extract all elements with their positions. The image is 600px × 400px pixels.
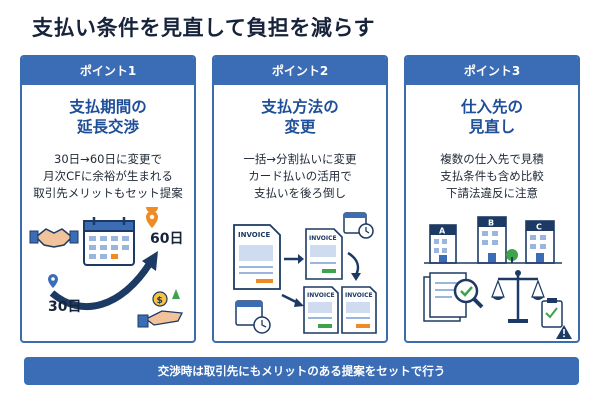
label-60-days: 60日 bbox=[150, 231, 183, 247]
invoice-label: INVOICE bbox=[309, 235, 337, 242]
arrow-icon bbox=[298, 254, 304, 264]
footer-banner: 交渉時は取引先にもメリットのある提案をセットで行う bbox=[24, 357, 579, 385]
money-hand-icon: $ bbox=[137, 289, 184, 328]
card-title: 支払期間の 延長交渉 bbox=[22, 97, 194, 137]
card-title-line: 延長交渉 bbox=[76, 118, 139, 136]
building-label-a: A bbox=[439, 227, 446, 236]
calendar-clock-icon bbox=[343, 212, 374, 239]
building-icon: B bbox=[477, 216, 518, 264]
handshake-icon bbox=[29, 228, 79, 248]
card-title-line: 仕入先の bbox=[460, 98, 523, 116]
calendar-icon bbox=[83, 217, 135, 266]
card-description: 複数の仕入先で見積 支払条件も含め比較 下請法違反に注意 bbox=[406, 151, 578, 202]
growth-arrow-icon bbox=[49, 251, 158, 311]
clipboard-warning-icon bbox=[541, 298, 572, 339]
invoice-icon: INVOICE bbox=[303, 286, 339, 334]
invoice-label: INVOICE bbox=[238, 231, 270, 239]
payment-method-illustration: INVOICE INVOICE bbox=[214, 207, 386, 341]
card-desc-line: 複数の仕入先で見積 bbox=[440, 152, 544, 166]
card-desc-line: 支払いを後ろ倒し bbox=[254, 186, 346, 200]
card-desc-line: 月次CFに余裕が生まれる bbox=[43, 169, 173, 183]
arrow-icon bbox=[351, 273, 361, 281]
scale-icon bbox=[491, 270, 545, 323]
invoice-icon: INVOICE bbox=[341, 286, 377, 334]
card-description: 30日→60日に変更で 月次CFに余裕が生まれる 取引先メリットもセット提案 bbox=[22, 151, 194, 202]
page-title: 支払い条件を見直して負担を減らす bbox=[32, 16, 375, 40]
card-title-line: 変更 bbox=[284, 118, 316, 136]
card-title-line: 支払方法の bbox=[261, 98, 339, 116]
point-card-2: ポイント2 支払方法の 変更 一括→分割払いに変更 カード払いの活用で 支払いを… bbox=[212, 55, 388, 343]
card-desc-line: 一括→分割払いに変更 bbox=[243, 152, 357, 166]
invoice-label: INVOICE bbox=[307, 292, 335, 299]
building-icon: C bbox=[525, 220, 555, 264]
building-icon: A bbox=[429, 224, 457, 264]
card-description: 一括→分割払いに変更 カード払いの活用で 支払いを後ろ倒し bbox=[214, 151, 386, 202]
invoice-icon: INVOICE bbox=[305, 228, 343, 280]
card-header: ポイント1 bbox=[22, 57, 194, 85]
location-pin-icon bbox=[146, 207, 158, 228]
card-header: ポイント3 bbox=[406, 57, 578, 85]
point-card-3: ポイント3 仕入先の 見直し 複数の仕入先で見積 支払条件も含め比較 下請法違反… bbox=[404, 55, 580, 343]
invoice-label: INVOICE bbox=[345, 292, 373, 299]
supplier-review-illustration: A B C bbox=[406, 207, 578, 341]
card-desc-line: カード払いの活用で bbox=[248, 169, 352, 183]
card-title: 支払方法の 変更 bbox=[214, 97, 386, 137]
payment-extension-illustration: 60日 30日 $ bbox=[22, 207, 194, 341]
card-desc-line: 30日→60日に変更で bbox=[54, 152, 162, 166]
location-pin-icon bbox=[48, 274, 58, 288]
building-label-c: C bbox=[536, 223, 542, 232]
card-header: ポイント2 bbox=[214, 57, 386, 85]
point-card-1: ポイント1 支払期間の 延長交渉 30日→60日に変更で 月次CFに余裕が生まれ… bbox=[20, 55, 196, 343]
invoice-icon: INVOICE bbox=[233, 224, 281, 290]
magnifier-check-icon bbox=[423, 272, 484, 322]
card-desc-line: 取引先メリットもセット提案 bbox=[33, 186, 183, 200]
card-desc-line: 下請法違反に注意 bbox=[446, 186, 538, 200]
building-label-b: B bbox=[488, 219, 494, 228]
label-30-days: 30日 bbox=[48, 299, 81, 315]
card-desc-line: 支払条件も含め比較 bbox=[440, 169, 544, 183]
svg-text:$: $ bbox=[157, 296, 163, 306]
arrow-icon bbox=[347, 251, 360, 276]
card-title-line: 見直し bbox=[468, 118, 516, 136]
card-title-line: 支払期間の bbox=[69, 98, 147, 116]
calendar-clock-icon bbox=[235, 300, 271, 334]
arrow-icon bbox=[294, 298, 304, 307]
card-title: 仕入先の 見直し bbox=[406, 97, 578, 137]
